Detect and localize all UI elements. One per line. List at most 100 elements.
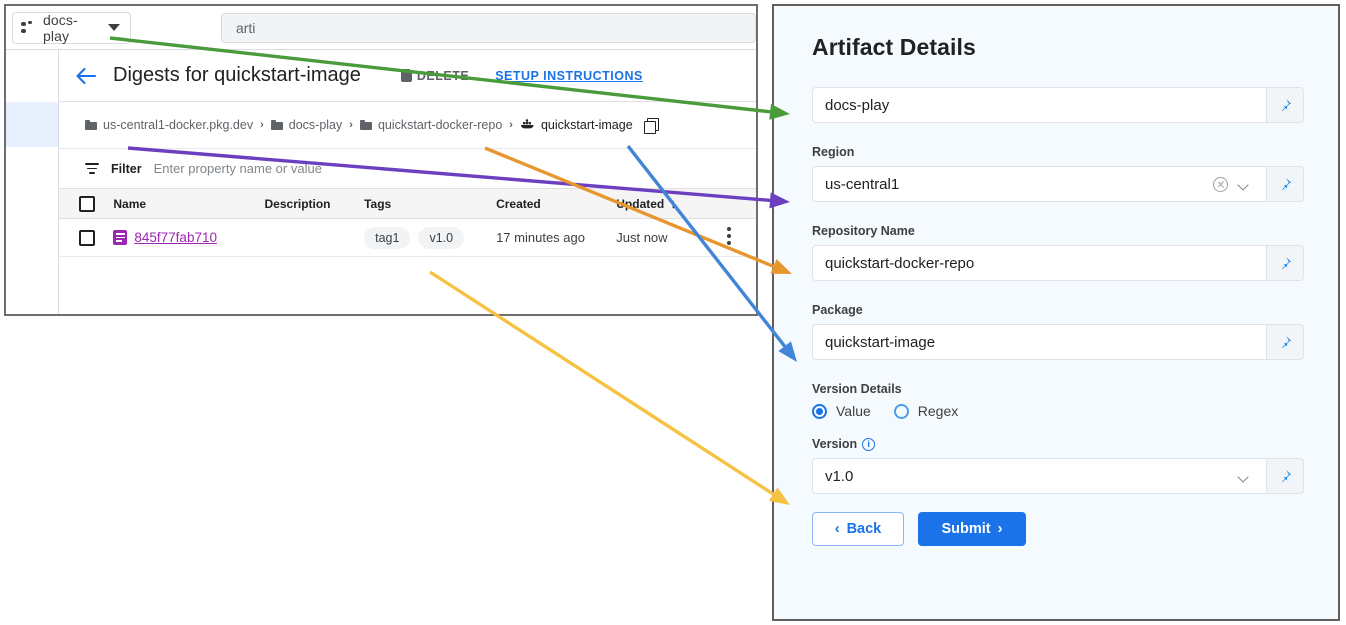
setup-instructions-link[interactable]: SETUP INSTRUCTIONS bbox=[495, 68, 643, 83]
page-header: Digests for quickstart-image DELETE SETU… bbox=[59, 50, 756, 102]
chevron-down-icon[interactable] bbox=[1238, 178, 1250, 190]
folder-icon bbox=[85, 120, 97, 130]
table-row[interactable]: 845f77fab710 tag1 v1.0 17 minutes ago Jus… bbox=[59, 218, 756, 257]
version-label: Version bbox=[812, 437, 858, 451]
radio-regex-label: Regex bbox=[917, 403, 959, 419]
copy-icon[interactable] bbox=[643, 118, 659, 134]
package-input[interactable]: quickstart-image bbox=[812, 324, 1266, 360]
package-label: Package bbox=[812, 303, 863, 317]
version-label-row: Version i bbox=[812, 437, 1304, 451]
select-all-checkbox[interactable] bbox=[79, 195, 95, 212]
filter-bar[interactable]: Filter Enter property name or value bbox=[59, 148, 756, 188]
filter-label: Filter bbox=[111, 161, 142, 176]
submit-button-label: Submit bbox=[941, 521, 991, 537]
console-main: Digests for quickstart-image DELETE SETU… bbox=[59, 50, 756, 314]
pin-icon bbox=[1282, 178, 1291, 191]
field-repository-name: Repository Name quickstart-docker-repo bbox=[812, 224, 1304, 281]
tag-chip[interactable]: v1.0 bbox=[418, 226, 465, 249]
delete-button[interactable]: DELETE bbox=[400, 69, 469, 83]
form-actions: ‹ Back Submit › bbox=[812, 512, 1304, 546]
kebab-menu-icon[interactable] bbox=[726, 227, 750, 245]
breadcrumb-label: us-central1-docker.pkg.dev bbox=[103, 118, 254, 132]
breadcrumb-separator: › bbox=[509, 119, 513, 131]
radio-regex[interactable] bbox=[893, 403, 909, 419]
column-header-name[interactable]: Name bbox=[107, 188, 259, 219]
search-input[interactable]: arti bbox=[220, 12, 756, 43]
clear-icon[interactable] bbox=[1213, 176, 1228, 192]
repository-name-input[interactable]: quickstart-docker-repo bbox=[812, 245, 1266, 281]
back-button-glyph: ‹ bbox=[834, 521, 840, 537]
console-body: Digests for quickstart-image DELETE SETU… bbox=[6, 50, 756, 314]
project-input[interactable]: docs-play bbox=[812, 87, 1266, 123]
column-header-created[interactable]: Created bbox=[490, 188, 611, 219]
breadcrumb-item-repository[interactable]: quickstart-docker-repo bbox=[359, 118, 502, 132]
breadcrumb-item-project[interactable]: docs-play bbox=[270, 118, 342, 132]
row-created-cell: 17 minutes ago bbox=[490, 218, 611, 257]
trash-icon bbox=[400, 69, 412, 82]
row-name-cell: 845f77fab710 bbox=[107, 218, 259, 257]
pin-region-button[interactable] bbox=[1266, 166, 1304, 202]
digest-icon bbox=[113, 230, 128, 245]
pin-project-button[interactable] bbox=[1266, 87, 1304, 123]
breadcrumb-item-registry[interactable]: us-central1-docker.pkg.dev bbox=[85, 118, 253, 132]
submit-button[interactable]: Submit › bbox=[918, 512, 1026, 546]
pin-version-button[interactable] bbox=[1266, 458, 1304, 494]
tag-chip[interactable]: tag1 bbox=[364, 226, 411, 249]
column-header-tags[interactable]: Tags bbox=[358, 188, 491, 219]
column-header-actions bbox=[720, 188, 756, 219]
rail-active-highlight bbox=[6, 102, 58, 147]
cloud-console-window: docs-play arti Digests for quickstart-im… bbox=[4, 4, 758, 316]
column-header-updated[interactable]: Updated↓ bbox=[610, 188, 721, 219]
version-input-value: v1.0 bbox=[825, 467, 854, 485]
region-input[interactable]: us-central1 bbox=[812, 166, 1266, 202]
radio-value[interactable] bbox=[812, 403, 827, 419]
repository-name-label: Repository Name bbox=[812, 224, 915, 238]
sort-descending-icon: ↓ bbox=[670, 196, 677, 211]
digest-link[interactable]: 845f77fab710 bbox=[113, 230, 252, 245]
breadcrumb-item-package[interactable]: quickstart-image bbox=[520, 118, 633, 133]
console-left-rail[interactable] bbox=[6, 50, 59, 314]
chevron-down-icon[interactable] bbox=[1238, 470, 1250, 482]
pin-icon bbox=[1282, 99, 1291, 112]
field-project: docs-play bbox=[812, 87, 1304, 123]
page-header-actions: DELETE SETUP INSTRUCTIONS bbox=[400, 68, 643, 83]
search-input-value: arti bbox=[235, 19, 256, 36]
back-button-label: Back bbox=[846, 521, 882, 537]
digest-name: 845f77fab710 bbox=[134, 230, 217, 245]
back-button[interactable]: ‹ Back bbox=[812, 512, 904, 546]
field-version: Version i v1.0 bbox=[812, 437, 1304, 494]
version-input[interactable]: v1.0 bbox=[812, 458, 1266, 494]
project-selector[interactable]: docs-play bbox=[12, 11, 131, 44]
field-version-details: Version Details Value Regex bbox=[812, 382, 1304, 419]
breadcrumb-separator: › bbox=[349, 119, 353, 131]
select-all-header bbox=[59, 188, 108, 219]
row-updated-cell: Just now bbox=[610, 218, 721, 257]
row-actions-cell bbox=[720, 218, 756, 257]
back-arrow-icon[interactable] bbox=[71, 61, 101, 91]
region-input-value: us-central1 bbox=[825, 175, 900, 193]
form-title: Artifact Details bbox=[812, 34, 976, 60]
folder-icon bbox=[359, 120, 372, 130]
row-tags-cell: tag1 v1.0 bbox=[358, 218, 491, 257]
version-details-label: Version Details bbox=[812, 382, 902, 396]
breadcrumb: us-central1-docker.pkg.dev › docs-play ›… bbox=[59, 102, 756, 148]
pin-package-button[interactable] bbox=[1266, 324, 1304, 360]
filter-icon bbox=[85, 163, 99, 174]
repository-name-input-value: quickstart-docker-repo bbox=[825, 254, 975, 272]
breadcrumb-separator: › bbox=[260, 119, 264, 131]
docker-icon bbox=[520, 118, 535, 133]
filter-input[interactable]: Enter property name or value bbox=[153, 161, 322, 176]
pin-repository-button[interactable] bbox=[1266, 245, 1304, 281]
artifact-details-panel: Artifact Details docs-play Region us bbox=[772, 4, 1340, 621]
info-icon[interactable]: i bbox=[862, 437, 876, 451]
row-checkbox[interactable] bbox=[79, 229, 95, 246]
column-header-description[interactable]: Description bbox=[258, 188, 359, 219]
submit-button-glyph: › bbox=[997, 521, 1003, 537]
radio-value-label: Value bbox=[836, 403, 871, 419]
table-header-row: Name Description Tags Created Updated↓ bbox=[59, 188, 756, 219]
package-input-value: quickstart-image bbox=[825, 333, 936, 351]
project-dots-icon bbox=[21, 20, 36, 35]
folder-icon bbox=[270, 120, 283, 130]
row-description-cell bbox=[258, 218, 359, 257]
console-top-bar: docs-play arti bbox=[6, 6, 756, 50]
